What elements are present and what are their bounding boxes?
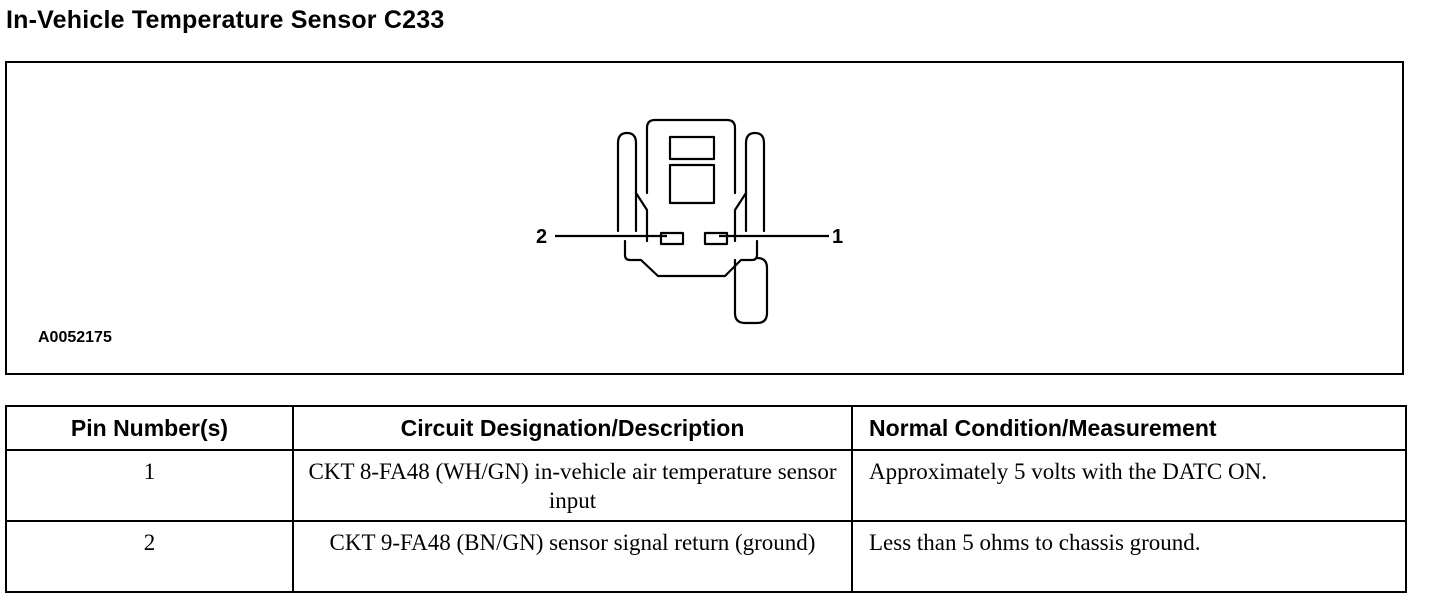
circuit-description-cell: CKT 8-FA48 (WH/GN) in-vehicle air temper… <box>292 449 853 522</box>
header-pin-numbers: Pin Number(s) <box>5 405 294 451</box>
connector-figure: 2 1 A0052175 <box>5 61 1404 375</box>
pin-1-label: 1 <box>832 226 843 248</box>
connector-diagram: 2 1 <box>536 118 843 325</box>
pin-2-cavity <box>659 231 685 246</box>
normal-condition-cell: Approximately 5 volts with the DATC ON. <box>851 449 1407 522</box>
pin-1-cavity <box>703 231 729 246</box>
page-title: In-Vehicle Temperature Sensor C233 <box>6 6 445 34</box>
header-normal-condition: Normal Condition/Measurement <box>851 405 1407 451</box>
pin-2-label: 2 <box>536 226 547 248</box>
pin-number-cell: 1 <box>5 449 294 522</box>
pin-table: Pin Number(s) Circuit Designation/Descri… <box>5 405 1407 593</box>
circuit-description-cell: CKT 9-FA48 (BN/GN) sensor signal return … <box>292 520 853 593</box>
connector-outline <box>616 118 769 325</box>
normal-condition-cell: Less than 5 ohms to chassis ground. <box>851 520 1407 593</box>
figure-id: A0052175 <box>38 329 112 346</box>
table-row: 1 CKT 8-FA48 (WH/GN) in-vehicle air temp… <box>5 449 1407 522</box>
header-circuit-description: Circuit Designation/Description <box>292 405 853 451</box>
table-header-row: Pin Number(s) Circuit Designation/Descri… <box>5 405 1407 451</box>
pin-number-cell: 2 <box>5 520 294 593</box>
table-row: 2 CKT 9-FA48 (BN/GN) sensor signal retur… <box>5 520 1407 593</box>
